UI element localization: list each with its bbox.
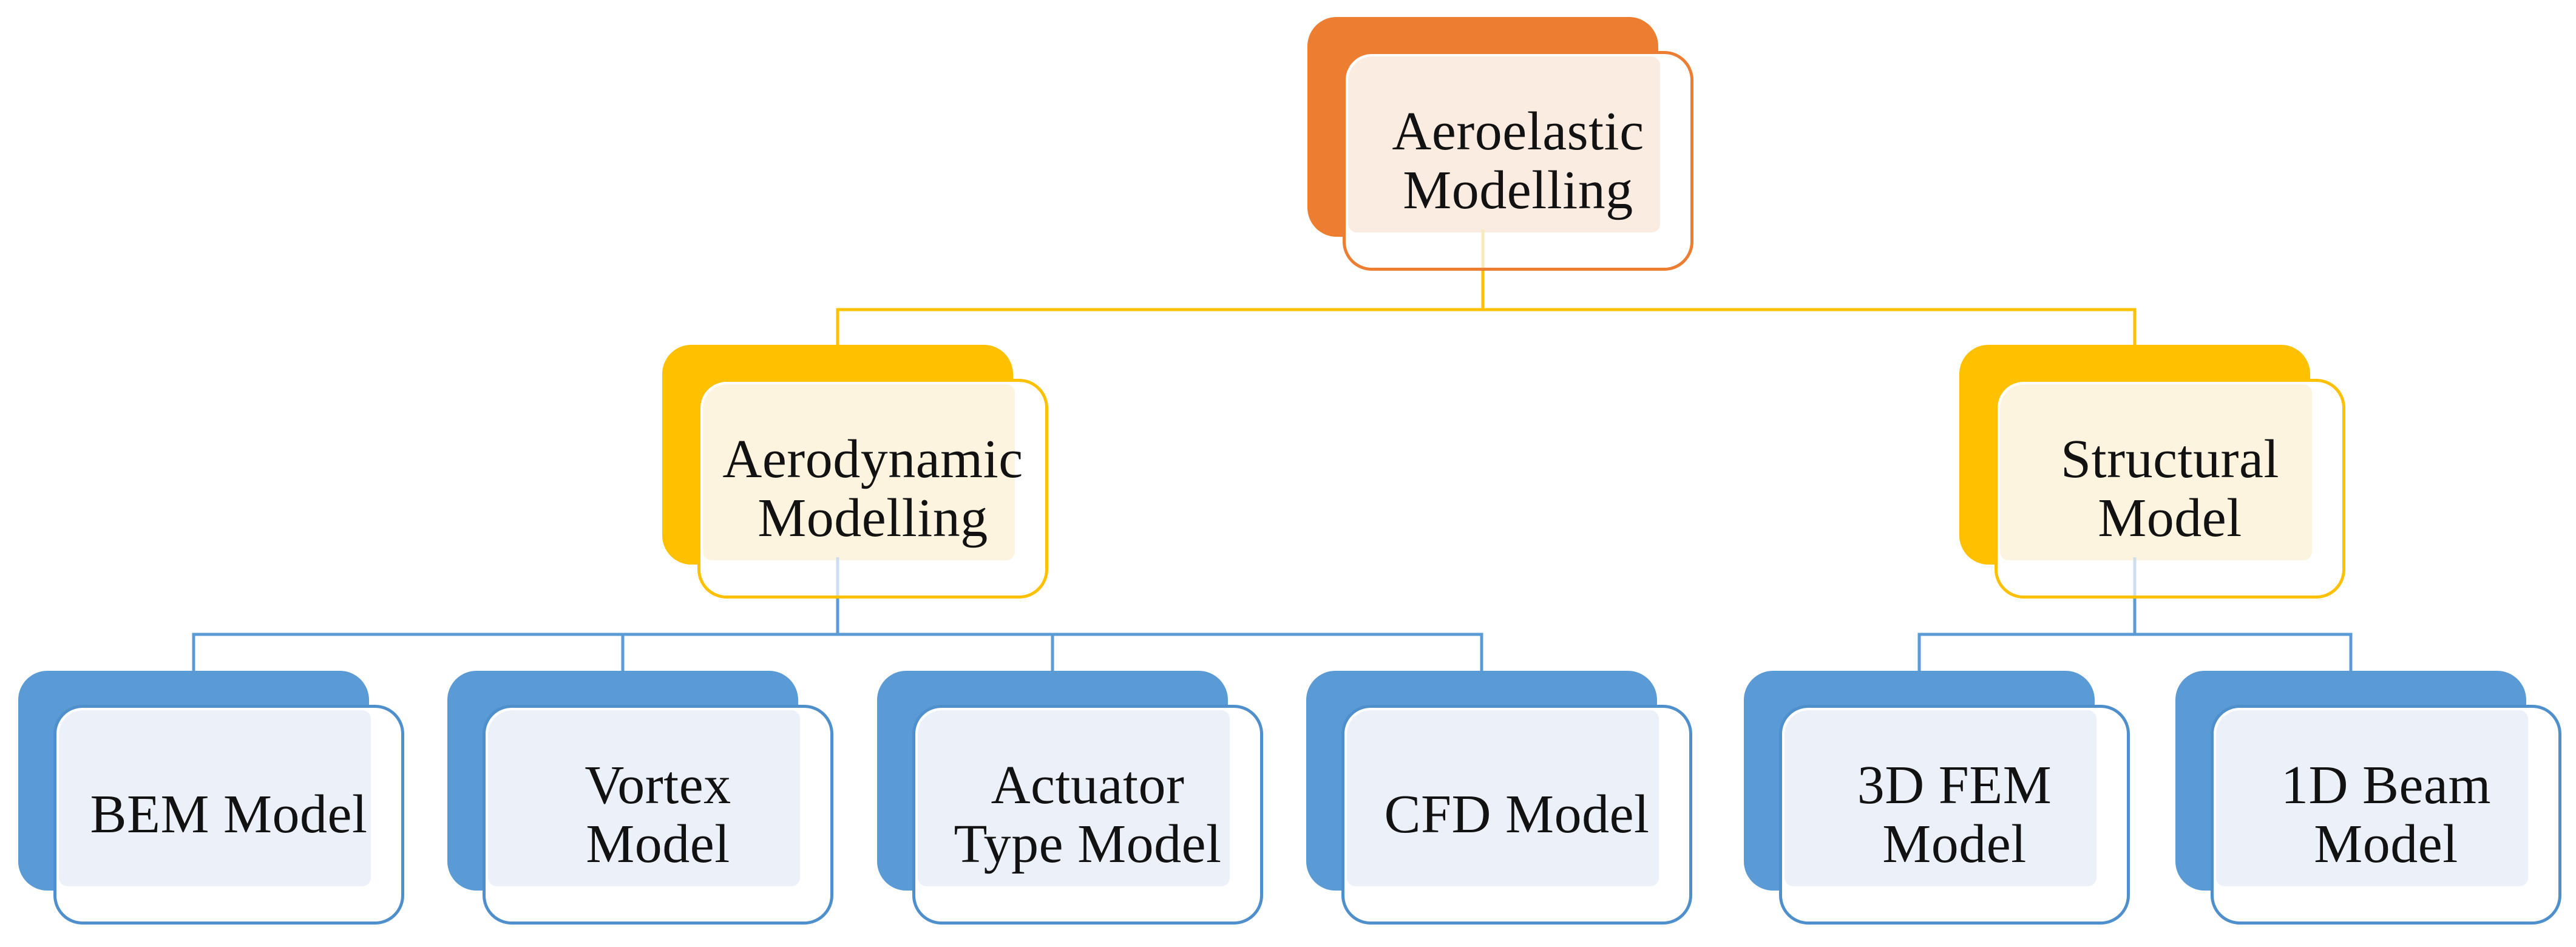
node-tint-panel bbox=[488, 710, 800, 886]
connector-aerodynamic-rail bbox=[192, 633, 1483, 673]
node-aeroelastic-modelling: Aeroelastic Modelling bbox=[1307, 17, 1693, 271]
node-label: BEM Model bbox=[90, 784, 368, 845]
node-bem-model: BEM Model bbox=[18, 671, 404, 925]
node-front-panel: BEM Model bbox=[53, 705, 404, 925]
node-front-panel: Structural Model bbox=[1995, 379, 2345, 599]
node-aerodynamic-modelling: Aerodynamic Modelling bbox=[662, 345, 1048, 599]
node-vortex-model: Vortex Model bbox=[447, 671, 833, 925]
node-front-panel: 1D Beam Model bbox=[2211, 705, 2561, 925]
node-tint-panel bbox=[59, 710, 371, 886]
node-label: Aeroelastic Modelling bbox=[1392, 101, 1644, 220]
node-front-panel: 3D FEM Model bbox=[1779, 705, 2130, 925]
node-front-panel: Aerodynamic Modelling bbox=[697, 379, 1048, 599]
node-tint-panel bbox=[1785, 710, 2096, 886]
node-tint-panel bbox=[2000, 384, 2312, 560]
node-front-panel: Vortex Model bbox=[483, 705, 833, 925]
node-tint-panel bbox=[918, 710, 1230, 886]
node-tint-panel bbox=[2216, 710, 2528, 886]
node-front-panel: Actuator Type Model bbox=[912, 705, 1263, 925]
connector-root-rail bbox=[836, 308, 2137, 347]
node-cfd-model: CFD Model bbox=[1306, 671, 1692, 925]
node-tint-panel bbox=[703, 384, 1015, 560]
node-label: Aerodynamic Modelling bbox=[722, 429, 1023, 548]
node-tint-panel bbox=[1348, 56, 1660, 233]
node-structural-model: Structural Model bbox=[1959, 345, 2345, 599]
node-3d-fem-model: 3D FEM Model bbox=[1744, 671, 2130, 925]
connector-structural-rail bbox=[1917, 633, 2353, 673]
node-label: Vortex Model bbox=[585, 755, 731, 874]
node-1d-beam-model: 1D Beam Model bbox=[2175, 671, 2561, 925]
node-label: CFD Model bbox=[1384, 784, 1650, 845]
node-front-panel: Aeroelastic Modelling bbox=[1343, 51, 1693, 271]
node-label: 3D FEM Model bbox=[1857, 755, 2052, 874]
node-label: Actuator Type Model bbox=[954, 755, 1222, 874]
node-front-panel: CFD Model bbox=[1341, 705, 1692, 925]
node-label: 1D Beam Model bbox=[2281, 755, 2491, 874]
node-actuator-type-model: Actuator Type Model bbox=[877, 671, 1263, 925]
node-label: Structural Model bbox=[2061, 429, 2279, 548]
node-tint-panel bbox=[1347, 710, 1659, 886]
